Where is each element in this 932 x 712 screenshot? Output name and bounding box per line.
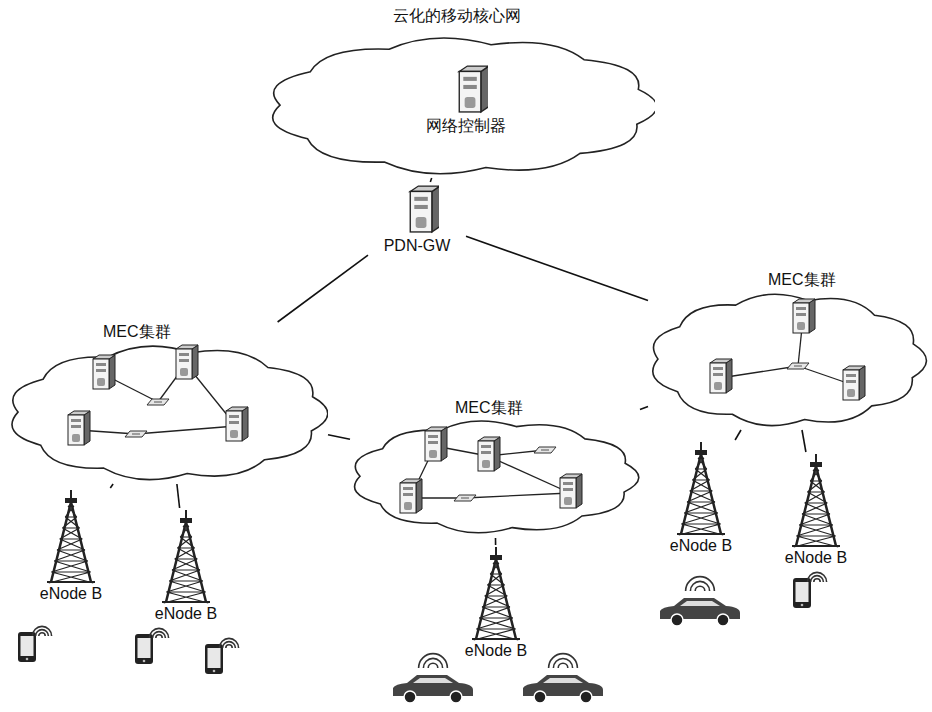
network-link bbox=[430, 178, 431, 182]
network-link bbox=[495, 538, 497, 545]
tower-icon bbox=[156, 508, 216, 604]
tower-icon bbox=[466, 545, 526, 641]
server-icon bbox=[444, 62, 488, 116]
tower-icon bbox=[41, 488, 101, 584]
network-link bbox=[278, 255, 368, 322]
network-link bbox=[328, 435, 350, 439]
network-link bbox=[802, 430, 806, 452]
tower-icon bbox=[786, 452, 846, 548]
cloud-outline bbox=[350, 416, 640, 538]
network-link bbox=[466, 236, 648, 300]
cloud-heading: MEC集群 bbox=[455, 398, 523, 418]
network-link bbox=[640, 406, 648, 409]
cloud-region: MEC集群 bbox=[8, 322, 328, 484]
station-label: eNode B bbox=[21, 584, 121, 604]
cloud-outline bbox=[8, 342, 328, 484]
tower-icon bbox=[671, 440, 731, 536]
network-link bbox=[177, 484, 180, 508]
station-label: eNode B bbox=[766, 548, 866, 568]
network-link bbox=[735, 430, 741, 440]
base-station: eNode B bbox=[651, 440, 751, 556]
server-node: PDN-GW bbox=[368, 182, 466, 256]
cloud-region: 云化的移动核心网网络控制器 bbox=[270, 6, 655, 178]
cloud-heading: 云化的移动核心网 bbox=[393, 6, 521, 26]
base-station: eNode B bbox=[21, 488, 121, 604]
car-icons bbox=[393, 577, 740, 703]
node-label: 网络控制器 bbox=[414, 116, 518, 136]
base-station: eNode B bbox=[766, 452, 866, 568]
node-label: PDN-GW bbox=[368, 236, 466, 256]
network-link bbox=[110, 484, 113, 488]
server-node: 网络控制器 bbox=[414, 62, 518, 136]
cloud-region: MEC集群 bbox=[648, 270, 928, 430]
phone-icons bbox=[18, 572, 827, 674]
cloud-region: MEC集群 bbox=[350, 398, 640, 538]
cloud-outline bbox=[648, 290, 928, 430]
cloud-heading: MEC集群 bbox=[768, 270, 836, 290]
base-station: eNode B bbox=[136, 508, 236, 624]
base-station: eNode B bbox=[446, 545, 546, 661]
cloud-heading: MEC集群 bbox=[103, 322, 171, 342]
station-label: eNode B bbox=[446, 641, 546, 661]
server-icon bbox=[395, 182, 439, 236]
station-label: eNode B bbox=[136, 604, 236, 624]
station-label: eNode B bbox=[651, 536, 751, 556]
